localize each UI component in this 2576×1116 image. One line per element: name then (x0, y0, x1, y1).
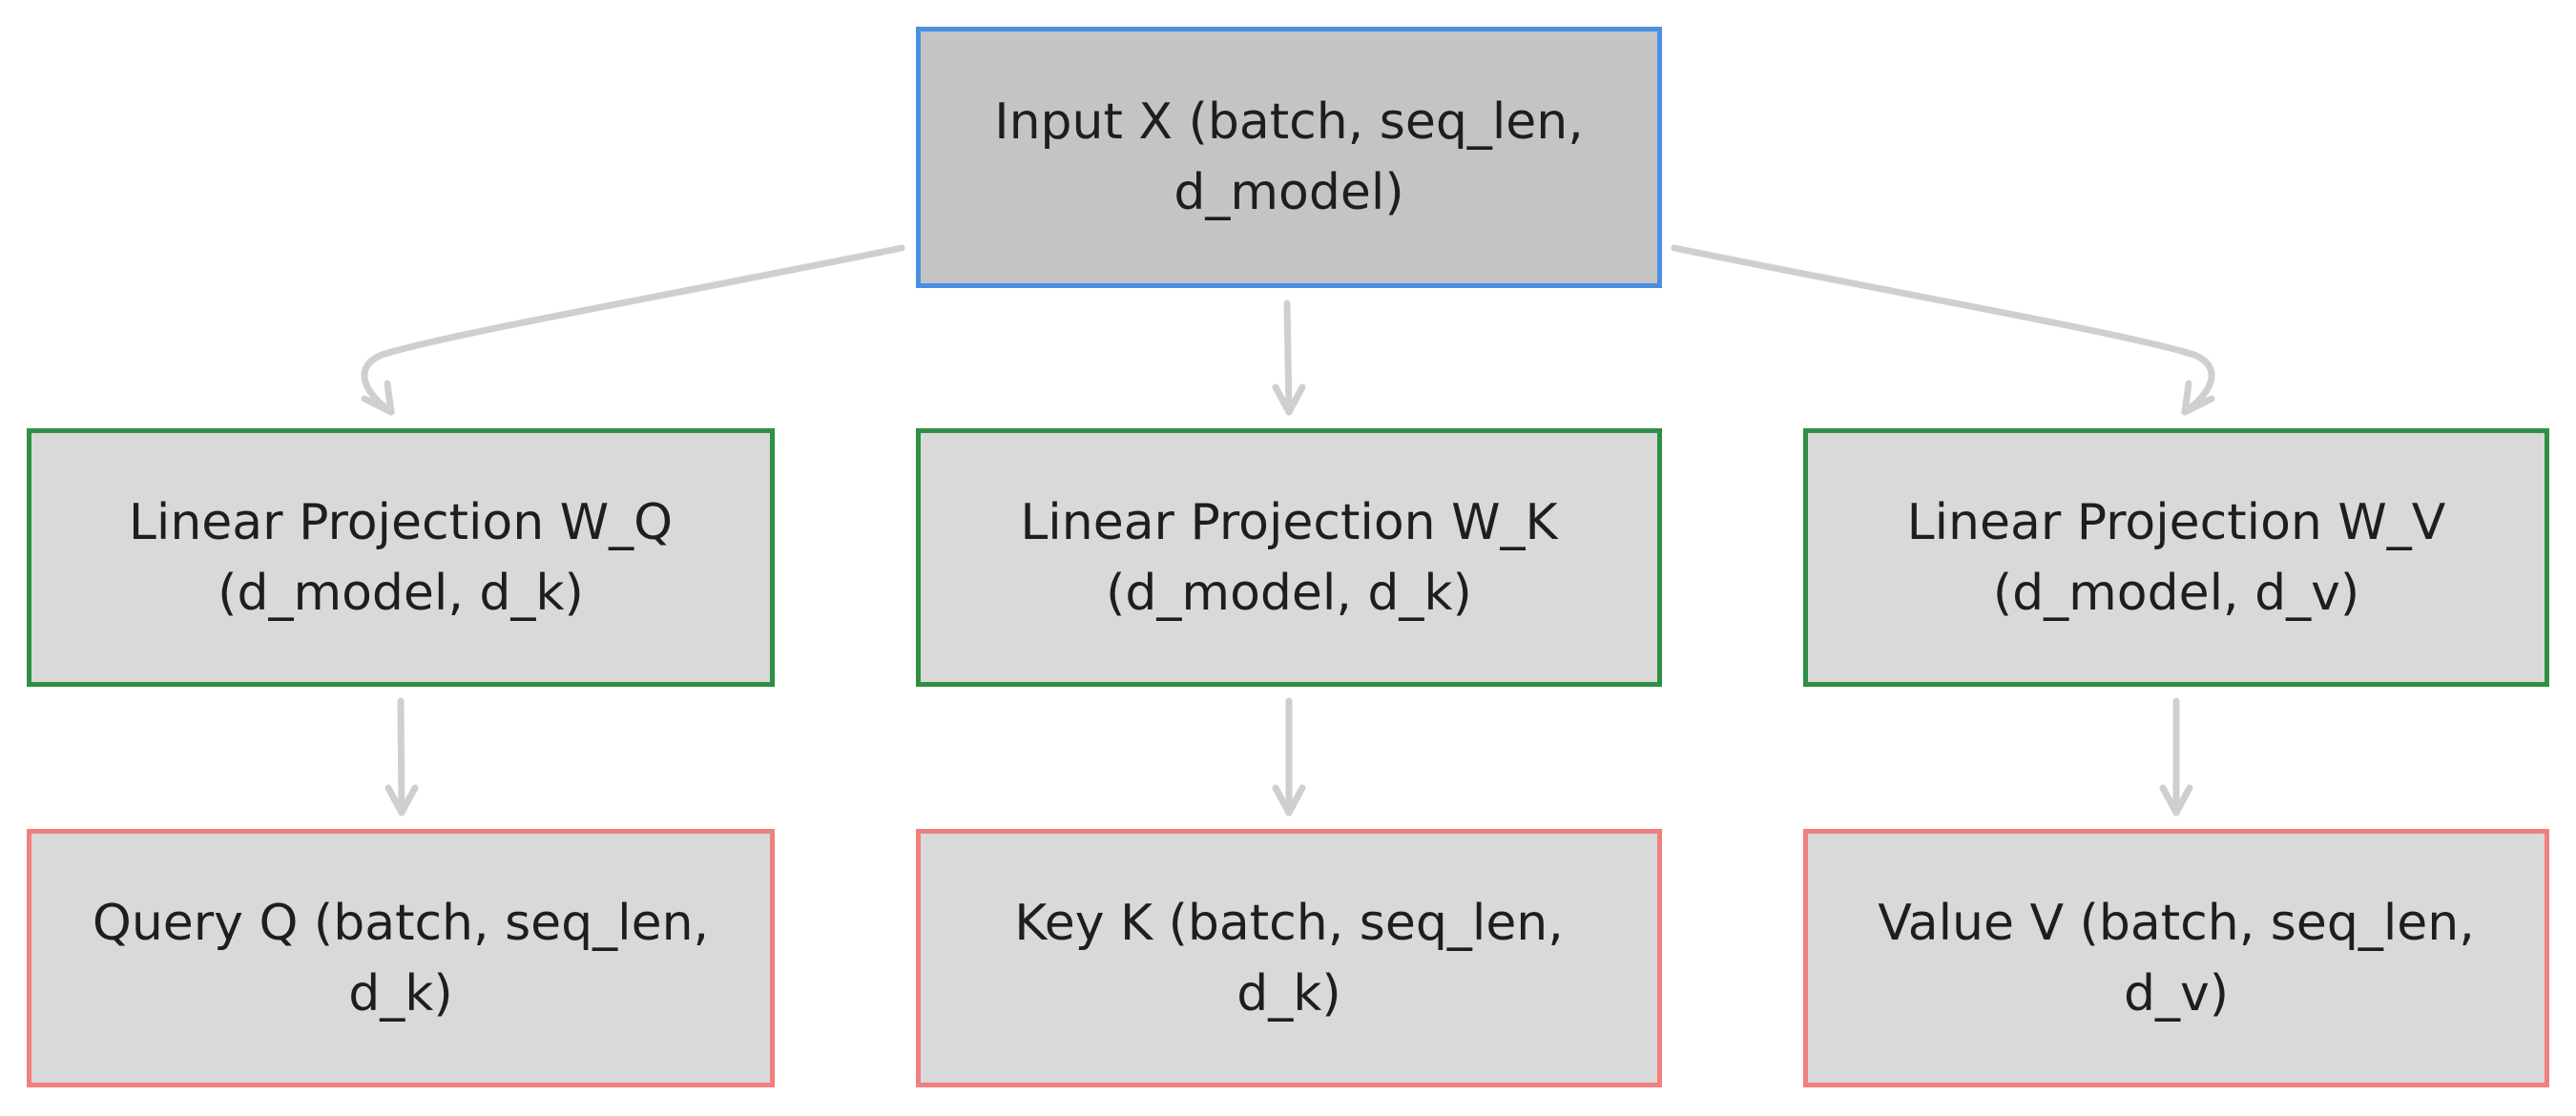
key-k-label: Key K (batch, seq_len, d_k) (1014, 894, 1564, 1023)
arrowhead-input-to-proj_q (361, 380, 395, 416)
value-v-node[interactable]: Value V (batch, seq_len, d_v) (1803, 829, 2549, 1087)
arrowhead-proj_v-to-value (2159, 784, 2193, 816)
linear-projection-wq-node[interactable]: Linear Projection W_Q (d_model, d_k) (27, 428, 775, 687)
arrowhead-proj_k-to-key (1272, 784, 1306, 816)
input-x-label: Input X (batch, seq_len, d_model) (994, 93, 1584, 221)
arrowhead-input-to-proj_k (1272, 383, 1306, 416)
key-k-node[interactable]: Key K (batch, seq_len, d_k) (916, 829, 1662, 1087)
linear-projection-wv-label: Linear Projection W_V (d_model, d_v) (1906, 493, 2446, 622)
value-v-label: Value V (batch, seq_len, d_v) (1878, 894, 2475, 1023)
arrow-proj_q-to-query (397, 697, 405, 816)
linear-projection-wq-label: Linear Projection W_Q (d_model, d_k) (128, 493, 674, 622)
arrow-input-to-proj_k (1283, 300, 1293, 416)
linear-projection-wk-node[interactable]: Linear Projection W_K (d_model, d_k) (916, 428, 1662, 687)
arrowhead-input-to-proj_v (2181, 380, 2215, 416)
query-q-node[interactable]: Query Q (batch, seq_len, d_k) (27, 829, 775, 1087)
query-q-label: Query Q (batch, seq_len, d_k) (92, 894, 710, 1023)
linear-projection-wk-label: Linear Projection W_K (d_model, d_k) (1020, 493, 1558, 622)
input-x-node[interactable]: Input X (batch, seq_len, d_model) (916, 27, 1662, 288)
arrow-input-to-proj_v (1671, 244, 2215, 416)
linear-projection-wv-node[interactable]: Linear Projection W_V (d_model, d_v) (1803, 428, 2549, 687)
arrow-input-to-proj_q (361, 244, 905, 416)
arrowhead-proj_q-to-query (384, 784, 419, 816)
